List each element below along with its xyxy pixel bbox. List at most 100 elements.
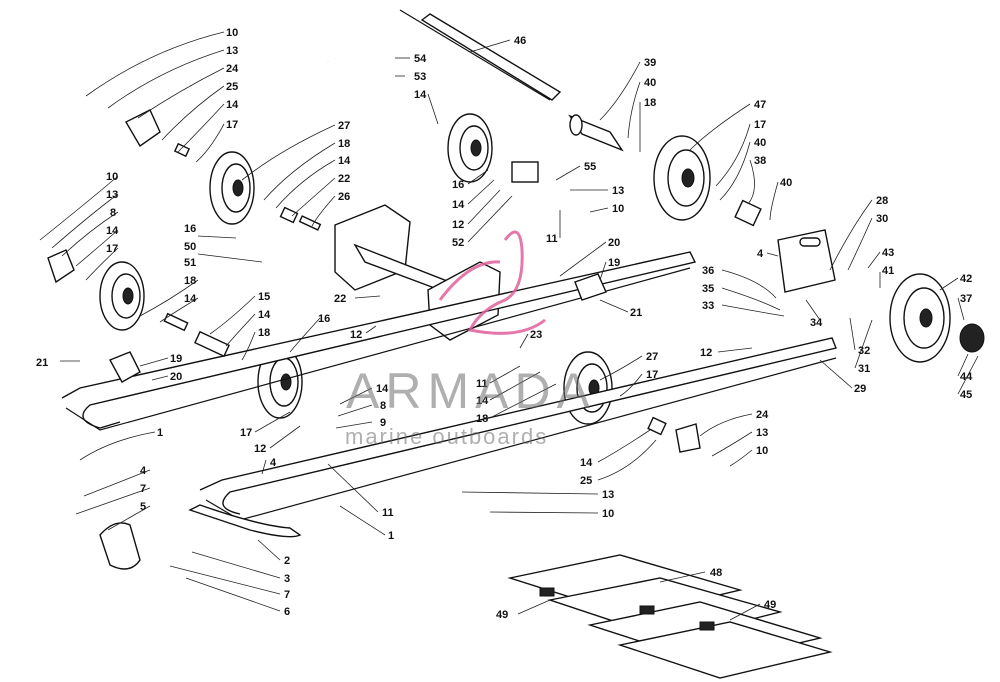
- rear-spoked-wheel: [889, 273, 985, 363]
- callout-10: 10: [756, 445, 768, 457]
- part-number-callouts: 46 54 53 14 10 13 24 25 14 17 27 18 14 2…: [36, 27, 973, 621]
- callout-24: 24: [756, 409, 769, 421]
- callout-14: 14: [580, 457, 593, 469]
- idler-wheel-center-upper: [447, 113, 493, 183]
- callout-34: 34: [810, 317, 823, 329]
- callout-36: 36: [702, 265, 714, 277]
- callout-49: 49: [496, 609, 508, 621]
- callout-14: 14: [414, 89, 427, 101]
- callout-14: 14: [226, 99, 239, 111]
- callout-45: 45: [960, 389, 972, 401]
- track-section: [507, 554, 833, 679]
- callout-29: 29: [854, 383, 866, 395]
- callout-14: 14: [476, 395, 489, 407]
- callout-10: 10: [612, 203, 624, 215]
- callout-31: 31: [858, 363, 870, 375]
- callout-14: 14: [452, 199, 465, 211]
- callout-33: 33: [702, 300, 714, 312]
- callout-7: 7: [284, 589, 290, 601]
- callout-41: 41: [882, 265, 894, 277]
- rail-end-cap: [99, 522, 141, 570]
- callout-26: 26: [338, 191, 350, 203]
- drive-shaft: [399, 9, 562, 101]
- callout-28: 28: [876, 195, 888, 207]
- callout-46: 46: [514, 35, 526, 47]
- stopper-block-right: [574, 273, 607, 301]
- callout-16: 16: [184, 223, 196, 235]
- callout-4: 4: [140, 465, 147, 477]
- bushing-tube: [568, 114, 624, 152]
- callout-18: 18: [338, 138, 350, 150]
- callout-16: 16: [318, 313, 330, 325]
- callout-19: 19: [170, 353, 182, 365]
- watermark-logo: [438, 230, 546, 335]
- callout-44: 44: [960, 371, 973, 383]
- callout-1: 1: [157, 427, 163, 439]
- callout-23: 23: [530, 329, 542, 341]
- callout-40: 40: [780, 177, 792, 189]
- callout-18: 18: [258, 327, 270, 339]
- callout-11: 11: [382, 507, 394, 519]
- callout-48: 48: [710, 567, 722, 579]
- callout-13: 13: [612, 185, 624, 197]
- callout-3: 3: [284, 573, 290, 585]
- cross-shaft-bent: [327, 60, 426, 120]
- callout-49: 49: [764, 599, 776, 611]
- idler-wheel-rear-upper: [653, 135, 711, 221]
- callout-17: 17: [226, 119, 238, 131]
- leader-lines: [39, 31, 979, 621]
- callout-13: 13: [106, 189, 118, 201]
- callout-17: 17: [240, 427, 252, 439]
- callout-38: 38: [754, 155, 766, 167]
- callout-53: 53: [414, 71, 426, 83]
- watermark-title: ARMADA: [346, 363, 596, 419]
- callout-20: 20: [170, 371, 182, 383]
- callout-52: 52: [452, 237, 464, 249]
- callout-51: 51: [184, 257, 196, 269]
- slide-rail-upper: [61, 251, 697, 431]
- callout-6: 6: [284, 606, 290, 618]
- callout-17: 17: [754, 119, 766, 131]
- idler-wheel-front-lower: [99, 261, 145, 331]
- front-axle-bracket-lower: [47, 249, 75, 284]
- watermark-subtitle: marine outboards: [345, 424, 549, 449]
- callout-12: 12: [700, 347, 712, 359]
- callout-19: 19: [608, 257, 620, 269]
- callout-43: 43: [882, 247, 894, 259]
- callout-17: 17: [106, 243, 118, 255]
- rear-axle-bracket: [675, 423, 701, 453]
- callout-27: 27: [338, 120, 350, 132]
- callout-4: 4: [757, 248, 764, 260]
- callout-14: 14: [258, 309, 271, 321]
- front-axle-bracket-upper: [125, 109, 161, 148]
- callout-14: 14: [338, 155, 351, 167]
- callout-13: 13: [602, 489, 614, 501]
- callout-11: 11: [476, 378, 488, 390]
- callout-32: 32: [858, 345, 870, 357]
- callout-39: 39: [644, 57, 656, 69]
- callout-55: 55: [584, 161, 596, 173]
- callout-18: 18: [476, 413, 488, 425]
- callout-2: 2: [284, 555, 290, 567]
- callout-18: 18: [644, 97, 656, 109]
- callout-14: 14: [376, 383, 389, 395]
- callout-40: 40: [754, 137, 766, 149]
- callout-12: 12: [452, 219, 464, 231]
- callout-10: 10: [602, 508, 614, 520]
- callout-5: 5: [140, 501, 146, 513]
- callout-12: 12: [254, 443, 266, 455]
- callout-17: 17: [646, 369, 658, 381]
- callout-20: 20: [608, 237, 620, 249]
- callout-9: 9: [380, 417, 386, 429]
- callout-42: 42: [960, 273, 972, 285]
- callout-8: 8: [110, 207, 116, 219]
- callout-11: 11: [546, 233, 558, 245]
- callout-21: 21: [630, 307, 642, 319]
- callout-54: 54: [414, 53, 427, 65]
- small-spacers: [163, 142, 762, 436]
- wear-strip: [188, 504, 302, 538]
- callout-25: 25: [226, 81, 238, 93]
- callout-4: 4: [270, 457, 277, 469]
- callout-10: 10: [226, 27, 238, 39]
